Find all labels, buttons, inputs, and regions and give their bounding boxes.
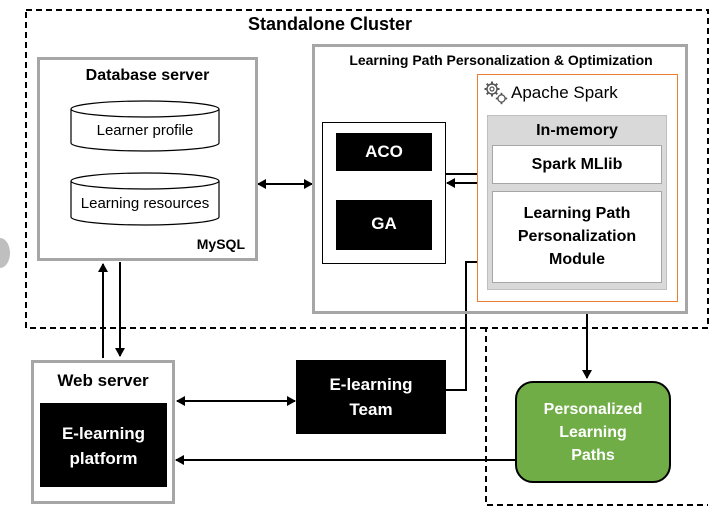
spark-mllib-box bbox=[492, 145, 662, 184]
lp-module-line-3: Module bbox=[549, 251, 605, 268]
learner-profile-label: Learner profile bbox=[96, 122, 194, 139]
personalized-paths-line-2: Learning bbox=[559, 424, 627, 441]
standalone-cluster-border bbox=[25, 9, 709, 506]
apache-spark-title: Apache Spark bbox=[511, 83, 618, 102]
elearning-team-box bbox=[296, 360, 446, 434]
web-server-title: Web server bbox=[57, 371, 149, 390]
lp-module-box bbox=[492, 191, 662, 283]
gears-icon bbox=[483, 80, 509, 106]
elearning-platform-line-2: platform bbox=[69, 449, 138, 468]
aco-label: ACO bbox=[365, 142, 403, 161]
ga-box bbox=[336, 200, 432, 250]
elearning-team-line-2: Team bbox=[349, 400, 393, 419]
in-memory-title: In-memory bbox=[536, 122, 618, 139]
mysql-label: MySQL bbox=[196, 236, 245, 252]
cluster-title: Standalone Cluster bbox=[247, 14, 413, 34]
personalized-paths-line-3: Paths bbox=[571, 447, 615, 464]
elearning-team-line-1: E-learning bbox=[329, 375, 413, 394]
learner-profile-cylinder: Learner profile bbox=[70, 100, 220, 152]
elearning-platform-line-1: E-learning bbox=[61, 424, 146, 443]
personalized-paths-box bbox=[515, 381, 671, 483]
spark-mllib-label: Spark MLlib bbox=[531, 156, 623, 173]
lpp-optimization-box bbox=[312, 44, 688, 314]
lpp-optimization-title: Learning Path Personalization & Optimiza… bbox=[349, 52, 653, 68]
database-server-title: Database server bbox=[85, 67, 210, 84]
edge-marker bbox=[0, 238, 10, 268]
learning-resources-label: Learning resources bbox=[80, 195, 210, 212]
aco-box bbox=[336, 133, 432, 171]
lp-module-line-2: Personalization bbox=[517, 228, 637, 245]
personalized-paths-line-1: Personalized bbox=[543, 401, 643, 418]
ga-label: GA bbox=[371, 214, 397, 233]
lp-module-line-1: Learning Path bbox=[523, 205, 631, 222]
learning-resources-cylinder: Learning resources bbox=[70, 172, 220, 226]
database-server-box bbox=[37, 57, 258, 261]
elearning-platform-box bbox=[40, 403, 167, 487]
